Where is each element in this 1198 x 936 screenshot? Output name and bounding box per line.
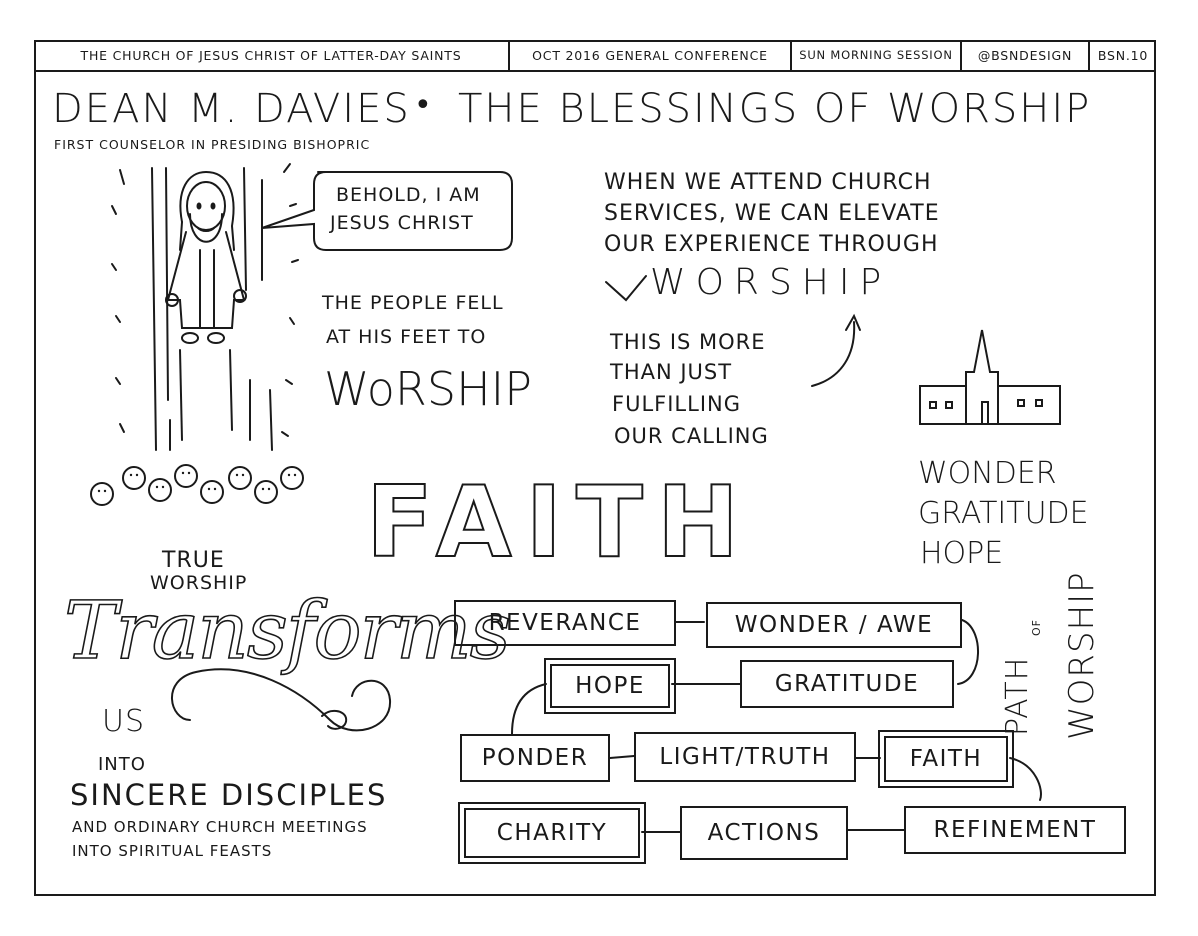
header-code: BSN.10	[1088, 40, 1156, 72]
talk-title: THE BLESSINGS OF WORSHIP	[458, 86, 1092, 132]
ordinary-line-1: AND ORDINARY CHURCH MEETINGS	[72, 818, 368, 836]
transforms-word: Transforms	[63, 583, 511, 678]
more-line-3: FULFILLING	[612, 392, 741, 416]
true-word: TRUE	[162, 548, 225, 573]
speech-line-2: JESUS CHRIST	[330, 212, 474, 234]
path-label-worship: WORSHIP	[1062, 571, 1102, 740]
worship-word: WoRSHIP	[324, 362, 532, 416]
path-box-hope: HOPE	[544, 658, 676, 714]
path-label-path: PATH	[1000, 656, 1035, 736]
path-box-gratitude: GRATITUDE	[740, 660, 954, 708]
into-word: INTO	[98, 754, 146, 775]
speaker-name: DEAN M. DAVIES	[52, 86, 411, 132]
path-box-light-truth: LIGHT/TRUTH	[634, 732, 856, 782]
path-box-wonder: WONDER / AWE	[706, 602, 962, 648]
header-session: SUN MORNING SESSION	[790, 40, 960, 72]
fell-line-2: AT HIS FEET TO	[326, 326, 487, 348]
church-word-gratitude: GRATITUDE	[918, 496, 1089, 531]
page-frame	[34, 40, 1156, 896]
header-church: THE CHURCH OF JESUS CHRIST OF LATTER-DAY…	[34, 40, 508, 72]
attend-line-1: WHEN WE ATTEND CHURCH	[604, 170, 932, 195]
path-label-of: OF	[1030, 619, 1043, 636]
more-line-1: THIS IS MORE	[610, 330, 766, 354]
attend-worship: WORSHIP	[650, 262, 892, 303]
faith-big: FAITH	[365, 465, 753, 581]
speaker-role: FIRST COUNSELOR IN PRESIDING BISHOPRIC	[54, 137, 371, 152]
path-box-refinement: REFINEMENT	[904, 806, 1126, 854]
more-line-2: THAN JUST	[610, 360, 733, 384]
path-box-actions: ACTIONS	[680, 806, 848, 860]
title-separator: •	[414, 88, 433, 123]
header-handle: @BSNDESIGN	[960, 40, 1088, 72]
path-box-ponder: PONDER	[460, 734, 610, 782]
path-box-reverance: REVERANCE	[454, 600, 676, 646]
attend-line-3: OUR EXPERIENCE THROUGH	[604, 232, 939, 257]
path-box-faith: FAITH	[878, 730, 1014, 788]
church-word-wonder: WONDER	[918, 456, 1057, 491]
path-box-charity: CHARITY	[458, 802, 646, 864]
attend-line-2: SERVICES, WE CAN ELEVATE	[604, 201, 940, 226]
sincere-disciples: SINCERE DISCIPLES	[70, 778, 388, 812]
fell-line-1: THE PEOPLE FELL	[322, 292, 504, 314]
header-conference: OCT 2016 GENERAL CONFERENCE	[508, 40, 790, 72]
church-word-hope: HOPE	[920, 536, 1004, 571]
speech-line-1: BEHOLD, I AM	[336, 184, 481, 206]
more-line-4: OUR CALLING	[614, 424, 769, 448]
true-worship-word: WORSHIP	[150, 572, 248, 594]
us-word: US	[102, 704, 146, 739]
ordinary-line-2: INTO SPIRITUAL FEASTS	[72, 842, 273, 860]
